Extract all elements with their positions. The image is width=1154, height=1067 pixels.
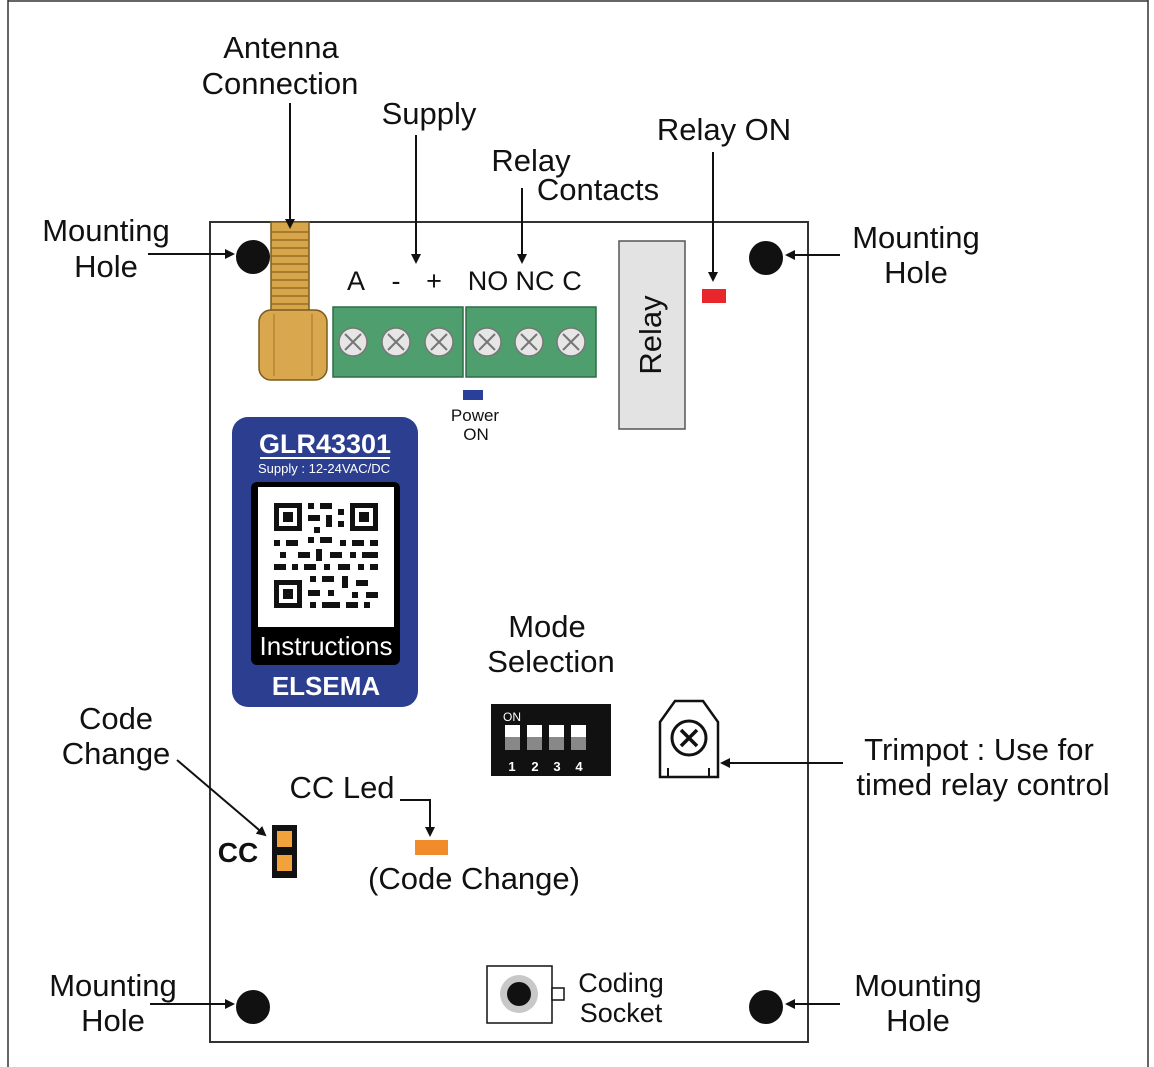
arrow-code-change (176, 759, 267, 837)
qr-code (274, 503, 378, 608)
leader-lines (148, 103, 843, 1009)
relay-on-label: Relay ON (657, 112, 791, 147)
mode-selection-label-line2: Selection (487, 644, 615, 679)
mounting-hole-bottom-left-label-line2: Hole (81, 1003, 145, 1038)
code-change-label-line1: Code (79, 701, 153, 736)
power-on-label-line2: ON (463, 425, 489, 444)
dip-number-2: 2 (531, 759, 538, 774)
dip-on-label: ON (503, 710, 521, 724)
dip-switch: ON 1 2 3 4 (491, 704, 611, 776)
cc-jumper (272, 825, 297, 878)
code-change-label-line2: Change (62, 736, 171, 771)
dip-number-4: 4 (575, 759, 583, 774)
terminal-label-no: NO (468, 266, 509, 296)
product-label: GLR43301 Supply : 12-24VAC/DC Instructio… (232, 417, 418, 707)
mounting-hole-top-left-label-line1: Mounting (42, 213, 170, 248)
cc-label: CC (218, 837, 258, 868)
terminal-label-plus: + (426, 266, 442, 296)
mounting-hole-bottom-left-label-line1: Mounting (49, 968, 177, 1003)
supply-label: Supply (382, 96, 477, 131)
terminal-label-a: A (347, 266, 365, 296)
cc-led-sub-label: (Code Change) (368, 861, 580, 896)
power-on-label-line1: Power (451, 406, 500, 425)
cc-led-label: CC Led (289, 770, 394, 805)
mounting-hole-bottom-right-label-line1: Mounting (854, 968, 982, 1003)
mounting-hole-top-right-label-line1: Mounting (852, 220, 980, 255)
mode-selection-label-line1: Mode (508, 609, 586, 644)
coding-socket (486, 965, 565, 1024)
coding-socket-label-line1: Coding (578, 968, 664, 998)
mounting-hole-top-left (236, 240, 270, 274)
cc-led (415, 840, 448, 855)
trimpot (658, 699, 720, 779)
trimpot-label-line2: timed relay control (856, 767, 1109, 802)
power-on-led (463, 390, 483, 400)
coding-socket-label-line2: Socket (580, 998, 663, 1028)
arrow-cc-led (400, 799, 435, 837)
relay-on-led (702, 289, 726, 303)
terminal-screws (338, 327, 586, 357)
dip-number-1: 1 (508, 759, 515, 774)
mounting-hole-bottom-right-label-line2: Hole (886, 1003, 950, 1038)
product-brand: ELSEMA (272, 671, 381, 701)
product-supply: Supply : 12-24VAC/DC (258, 461, 390, 476)
antenna-label-line1: Antenna (223, 30, 339, 65)
relay-contacts-label-line2: Contacts (537, 172, 659, 207)
terminal-label-minus: - (392, 266, 401, 296)
relay-component (618, 240, 686, 430)
mounting-hole-bottom-left (236, 990, 270, 1024)
mounting-hole-top-left-label-line2: Hole (74, 249, 138, 284)
terminal-label-c: C (562, 266, 582, 296)
mounting-hole-bottom-right (749, 990, 783, 1024)
relay-label: Relay (633, 295, 668, 375)
antenna-label-line2: Connection (202, 66, 359, 101)
trimpot-label-line1: Trimpot : Use for (864, 732, 1094, 767)
product-model: GLR43301 (259, 429, 391, 459)
product-instructions: Instructions (260, 631, 393, 661)
mounting-hole-top-right-label-line2: Hole (884, 255, 948, 290)
mounting-hole-top-right (749, 241, 783, 275)
dip-switch-levers (505, 725, 586, 750)
terminal-label-nc: NC (516, 266, 555, 296)
relay-contacts-label-line1: Relay (491, 143, 571, 178)
dip-number-3: 3 (553, 759, 560, 774)
